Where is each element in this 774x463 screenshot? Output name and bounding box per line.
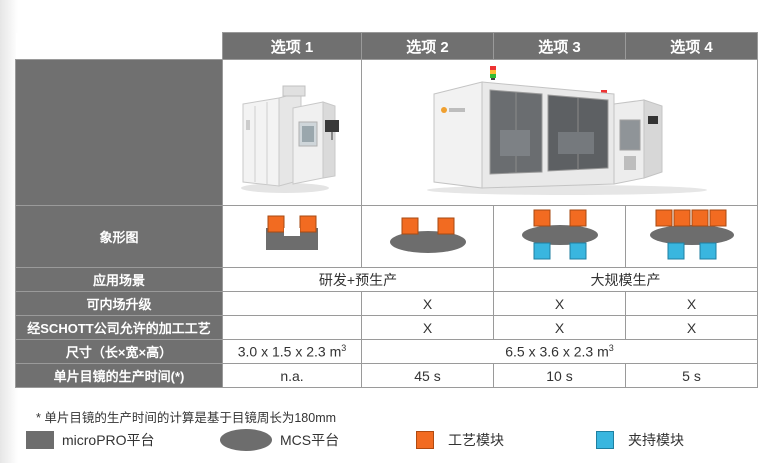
legend: microPRO平台 MCS平台 工艺模块 夹持模块 [22,427,762,453]
option-2-header: 选项 2 [361,32,494,60]
upgrade-row: 可内场升级 X X X [15,291,758,316]
small-machine-image [223,60,361,200]
diagram-option-3 [493,205,626,268]
schott-opt3: X [493,315,626,340]
time-row: 单片目镜的生产时间(*) n.a. 45 s 10 s 5 s [15,363,758,388]
schott-row: 经SCHOTT公司允许的加工工艺 X X X [15,315,758,340]
mcs-four-module-diagram [521,209,598,260]
upgrade-label: 可内场升级 [15,291,223,316]
scenario-rd: 研发+预生产 [222,267,494,292]
option-3-header: 选项 3 [493,32,626,60]
scenario-label: 应用场景 [15,267,223,292]
size-row: 尺寸（长×宽×高） 3.0 x 1.5 x 2.3 m3 6.5 x 3.6 x… [15,339,758,364]
scenario-row: 应用场景 研发+预生产 大规模生产 [15,267,758,292]
legend-holder: 夹持模块 [596,427,684,453]
mcs-two-module-diagram [389,217,466,253]
schott-opt1 [222,315,362,340]
time-opt4: 5 s [625,363,758,388]
size-opt2-4-value: 6.5 x 3.6 x 2.3 m [505,343,609,360]
size-opt1-exp: 3 [341,343,347,354]
legend-process-label: 工艺模块 [448,432,504,448]
legend-mcs: MCS平台 [220,427,339,453]
comparison-table: 选项 1 选项 2 选项 3 选项 4 [15,32,758,388]
diagram-option-1 [222,205,362,268]
upgrade-opt1 [222,291,362,316]
large-machine-image [362,60,757,200]
legend-holder-label: 夹持模块 [628,432,684,448]
size-label: 尺寸（长×宽×高） [15,339,223,364]
legend-mcs-label: MCS平台 [280,432,340,448]
diagram-option-2 [361,205,494,268]
machine-photo-2-4 [361,59,758,206]
micropro-swatch-icon [26,431,54,449]
diagram-row: 象形图 [15,205,758,268]
mcs-swatch-icon [220,429,272,451]
size-opt1: 3.0 x 1.5 x 2.3 m3 [222,339,362,364]
photo-row [15,59,758,206]
mcs-six-module-diagram [649,209,734,260]
upgrade-opt4: X [625,291,758,316]
diagram-label: 象形图 [15,205,223,268]
machine-photo-1 [222,59,362,206]
photo-row-label [15,59,223,206]
legend-micropro: microPRO平台 [26,427,155,453]
corner-cell [15,32,223,60]
size-opt2-4-exp: 3 [608,343,614,354]
option-1-header: 选项 1 [222,32,362,60]
size-opt1-value: 3.0 x 1.5 x 2.3 m [237,343,342,360]
time-label: 单片目镜的生产时间(*) [15,363,223,388]
time-opt2: 45 s [361,363,494,388]
size-opt2-4: 6.5 x 3.6 x 2.3 m3 [361,339,758,364]
diagram-option-4 [625,205,758,268]
left-gradient [0,0,18,463]
time-opt3: 10 s [493,363,626,388]
schott-opt2: X [361,315,494,340]
upgrade-opt3: X [493,291,626,316]
schott-label: 经SCHOTT公司允许的加工工艺 [15,315,223,340]
header-row: 选项 1 选项 2 选项 3 选项 4 [15,32,758,60]
holder-module-swatch-icon [596,431,614,449]
option-4-header: 选项 4 [625,32,758,60]
upgrade-opt2: X [361,291,494,316]
scenario-mass: 大规模生产 [493,267,758,292]
legend-micropro-label: microPRO平台 [62,432,155,448]
footnote: * 单片目镜的生产时间的计算是基于目镜周长为180mm [36,411,337,425]
process-module-swatch-icon [416,431,434,449]
schott-opt4: X [625,315,758,340]
time-opt1: n.a. [222,363,362,388]
legend-process: 工艺模块 [416,427,504,453]
micropro-diagram [266,215,318,250]
